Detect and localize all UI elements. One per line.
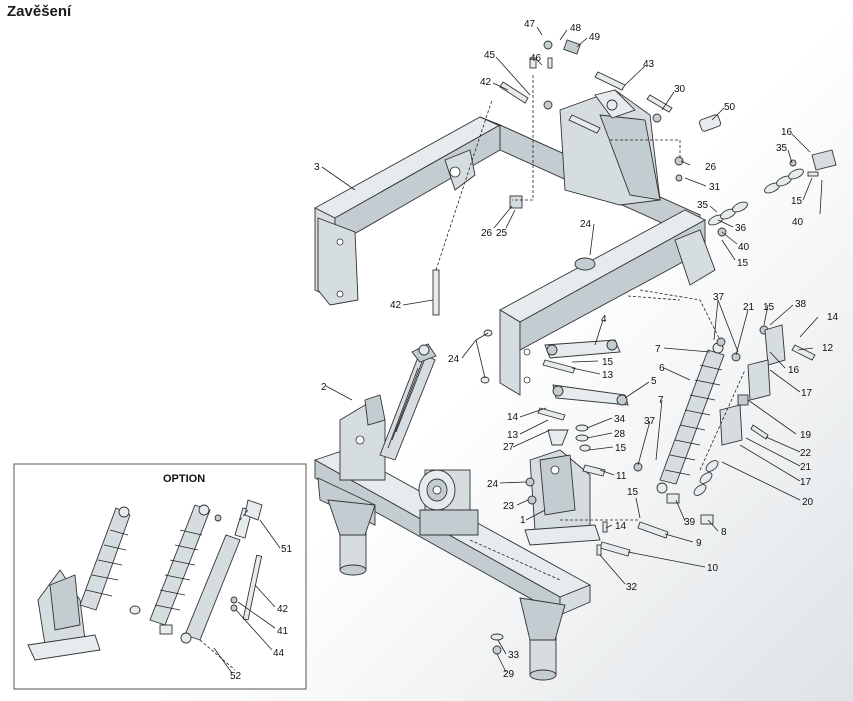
callout-label: 9: [696, 538, 702, 549]
callout-label: 1: [520, 515, 526, 526]
option-title: OPTION: [163, 473, 205, 485]
callout-label: 33: [508, 650, 520, 661]
callout-label: 5: [651, 376, 657, 387]
callout-label: 6: [659, 363, 665, 374]
page-title: Zavěšení: [7, 3, 72, 20]
callout-label: 45: [484, 50, 496, 61]
callout-label: 27: [503, 442, 515, 453]
upper-frame-part: [314, 89, 716, 396]
stand-part: [524, 449, 601, 546]
callout-label: 43: [643, 59, 655, 70]
callout-label: 41: [277, 626, 289, 637]
chain-part: [693, 149, 837, 496]
spring-shock-absorber: [656, 342, 725, 494]
callout-label: 35: [697, 200, 709, 211]
callout-label: 24: [487, 479, 499, 490]
callout-label: 40: [792, 217, 804, 228]
callout-label: 48: [570, 23, 582, 34]
callout-label: 51: [281, 544, 293, 555]
callout-label: 42: [480, 77, 492, 88]
callout-label: 15: [615, 443, 627, 454]
callout-label: 38: [795, 299, 807, 310]
callout-label: 29: [503, 669, 515, 680]
callout-label: 26: [705, 162, 717, 173]
callout-label: 14: [615, 521, 627, 532]
callout-label: 20: [802, 497, 814, 508]
callout-label: 4: [601, 314, 607, 325]
callout-label: 21: [743, 302, 755, 313]
callout-label: 13: [507, 430, 519, 441]
callout-label: 13: [602, 370, 614, 381]
link-arms: [544, 339, 629, 406]
lower-frame-part: [313, 394, 592, 681]
leader-lines: [321, 26, 823, 673]
callout-label: 16: [788, 365, 800, 376]
callout-label: 52: [230, 671, 242, 682]
callout-label: 15: [602, 357, 614, 368]
callout-label: 8: [721, 527, 727, 538]
callout-label: 50: [724, 102, 736, 113]
callout-label: 7: [655, 344, 661, 355]
callout-label: 3: [314, 162, 320, 173]
callout-label: 26: [481, 228, 493, 239]
callout-label: 14: [827, 312, 839, 323]
callout-label: 32: [626, 582, 638, 593]
callout-label: 2: [321, 382, 327, 393]
callout-label: 15: [763, 302, 775, 313]
callout-label: 49: [589, 32, 601, 43]
callout-label: 24: [448, 354, 460, 365]
callout-label: 12: [822, 343, 834, 354]
callout-label: 36: [735, 223, 747, 234]
callout-label: 17: [800, 477, 812, 488]
callout-label: 15: [791, 196, 803, 207]
callout-label: 31: [709, 182, 721, 193]
callout-labels: 47 48 49 46 45 42 43 30 50 16 35 26 31 1…: [314, 19, 839, 680]
callout-label: 11: [616, 471, 627, 482]
callout-label: 42: [277, 604, 289, 615]
callout-label: 35: [776, 143, 788, 154]
callout-label: 39: [684, 517, 696, 528]
callout-label: 14: [507, 412, 519, 423]
callout-label: 22: [800, 448, 812, 459]
top-link-cylinder: [379, 343, 437, 461]
callout-label: 37: [713, 292, 725, 303]
option-panel: OPTION 51 42 41 44 52: [13, 463, 307, 690]
callout-label: 17: [801, 388, 813, 399]
callout-label: 10: [707, 563, 719, 574]
callout-label: 42: [390, 300, 402, 311]
callout-label: 47: [524, 19, 536, 30]
callout-label: 15: [737, 258, 749, 269]
callout-label: 24: [580, 219, 592, 230]
callout-label: 16: [781, 127, 793, 138]
assembly-dashed-lines: [435, 75, 746, 581]
callout-label: 21: [800, 462, 812, 473]
callout-label: 23: [503, 501, 515, 512]
callout-label: 7: [658, 395, 664, 406]
callout-label: 46: [530, 53, 542, 64]
callout-label: 37: [644, 416, 656, 427]
callout-label: 28: [614, 429, 626, 440]
callout-label: 15: [627, 487, 639, 498]
callout-label: 44: [273, 648, 285, 659]
callout-label: 34: [614, 414, 626, 425]
callout-label: 19: [800, 430, 812, 441]
callout-label: 25: [496, 228, 508, 239]
callout-label: 30: [674, 84, 686, 95]
hardware-parts: [432, 39, 819, 655]
callout-label: 40: [738, 242, 750, 253]
